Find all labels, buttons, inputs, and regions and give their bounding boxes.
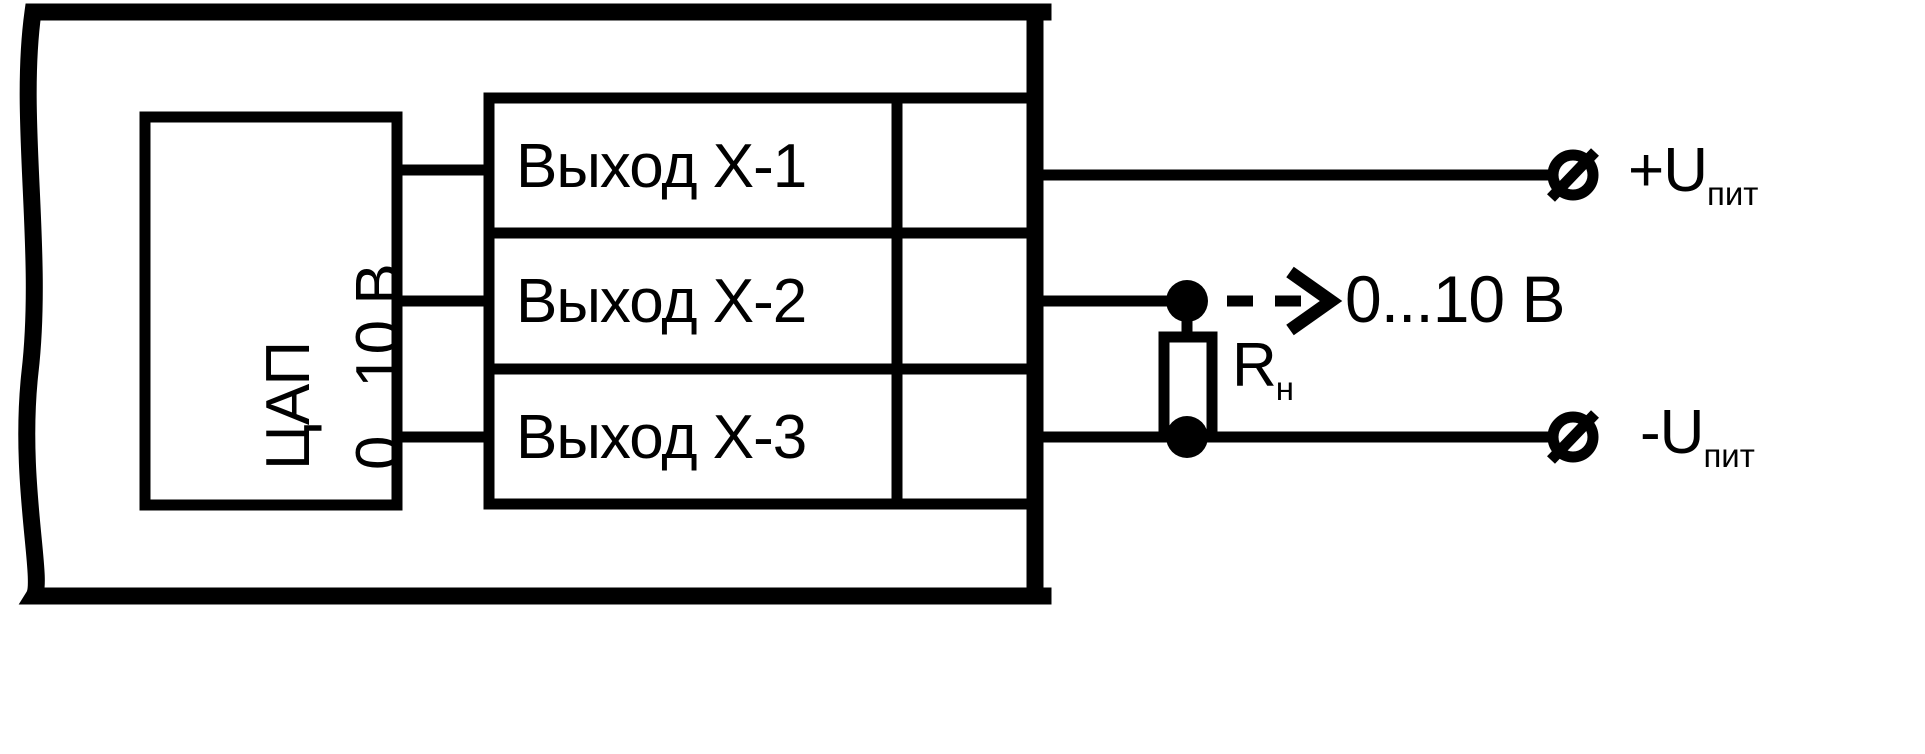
dac-label-line1: ЦАП [254, 341, 323, 470]
load-resistor-subscript: н [1275, 370, 1295, 407]
supply-minus-subscript: пит [1703, 437, 1755, 474]
supply-minus-letter: U [1659, 398, 1705, 467]
signal-range-label: 0...10 В [1345, 262, 1565, 336]
supply-plus-sign: + [1628, 136, 1664, 205]
dac-label-line2: 0...10 В [344, 264, 413, 470]
output-label-x1: Выход X-1 [516, 132, 807, 201]
supply-plus-subscript: пит [1707, 175, 1759, 212]
load-resistor-letter: R [1232, 331, 1277, 400]
terminal-minus-icon [1547, 410, 1599, 464]
supply-plus-letter: U [1663, 136, 1708, 205]
supply-minus-label: -Uпит [1640, 402, 1755, 473]
junction-dot-bottom [1166, 416, 1208, 458]
output-label-x3: Выход X-3 [516, 403, 807, 472]
supply-minus-sign: - [1640, 398, 1661, 467]
terminal-plus-icon [1547, 148, 1599, 202]
supply-plus-label: +Uпит [1628, 140, 1758, 211]
output-label-x2: Выход X-2 [516, 267, 807, 336]
dac-block-rect [139, 111, 403, 511]
signal-arrow-head-icon [1286, 266, 1343, 336]
device-enclosure-outline [18, 3, 1052, 605]
load-resistor-label: Rн [1232, 335, 1294, 406]
junction-dot-top [1166, 280, 1208, 322]
